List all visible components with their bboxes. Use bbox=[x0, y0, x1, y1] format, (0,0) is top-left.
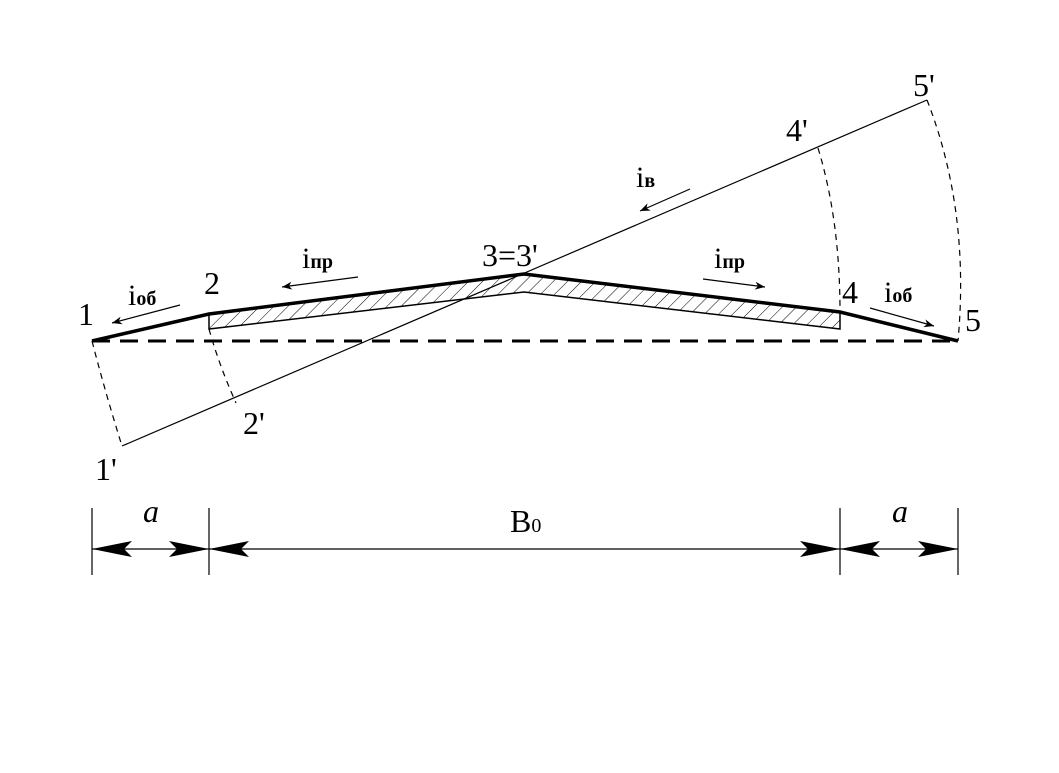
point-label-1prime: 1' bbox=[95, 451, 117, 487]
arc-5-to-5prime bbox=[926, 99, 962, 342]
slope-i-symbol: i bbox=[636, 161, 644, 194]
cross-section-profile bbox=[91, 272, 959, 343]
slope-label-ob-left: iоб bbox=[128, 279, 156, 312]
point-label-4: 4 bbox=[842, 274, 858, 310]
dim-label-b0: B0 bbox=[510, 503, 541, 539]
point-label-4prime: 4' bbox=[786, 112, 808, 148]
dim-arrow-4-right bbox=[840, 541, 880, 557]
dim-b-main: B bbox=[510, 503, 531, 539]
slope-arrow-v bbox=[639, 188, 691, 212]
slope-arrow-pr-right bbox=[702, 278, 766, 290]
slope-pr-subscript: пр bbox=[722, 251, 745, 273]
point-label-5: 5 bbox=[965, 302, 981, 338]
slope-arrow-ob-right bbox=[869, 307, 935, 328]
dim-arrow-2-left bbox=[169, 541, 209, 557]
slope-i-symbol: i bbox=[884, 276, 892, 309]
slope-ob-subscript: об bbox=[892, 285, 912, 307]
point-label-2: 2 bbox=[204, 265, 220, 301]
arc-2-to-2prime bbox=[208, 328, 237, 404]
dim-arrow-1-right bbox=[92, 541, 132, 557]
dim-arrow-4-left bbox=[800, 541, 840, 557]
arc-1-to-1prime bbox=[91, 340, 123, 447]
point-label-3: 3=3' bbox=[482, 237, 538, 273]
slope-label-ob-right: iоб bbox=[884, 276, 912, 309]
slope-ob-subscript: об bbox=[136, 288, 156, 310]
slope-label-pr-right: iпр bbox=[714, 242, 745, 275]
point-label-5prime: 5' bbox=[913, 67, 935, 103]
dim-label-a-left: a bbox=[143, 493, 159, 529]
dim-label-a-right: a bbox=[892, 493, 908, 529]
dim-b-subscript: 0 bbox=[531, 515, 541, 537]
slope-v-subscript: в bbox=[644, 170, 655, 192]
slope-arrow-ob-left bbox=[111, 304, 181, 325]
slope-label-v: iв bbox=[636, 161, 655, 194]
arc-4-to-4prime bbox=[817, 147, 841, 313]
slope-pr-subscript: пр bbox=[310, 251, 333, 273]
slope-label-pr-left: iпр bbox=[302, 242, 333, 275]
point-label-1: 1 bbox=[78, 296, 94, 332]
dim-arrow-2-right bbox=[209, 541, 249, 557]
slope-arrow-pr-left bbox=[281, 276, 359, 290]
slope-i-symbol: i bbox=[302, 242, 310, 275]
slope-i-symbol: i bbox=[714, 242, 722, 275]
slope-i-symbol: i bbox=[128, 279, 136, 312]
superelevation-line bbox=[121, 99, 928, 447]
point-label-2prime: 2' bbox=[243, 405, 265, 441]
dim-arrow-5-left bbox=[918, 541, 958, 557]
